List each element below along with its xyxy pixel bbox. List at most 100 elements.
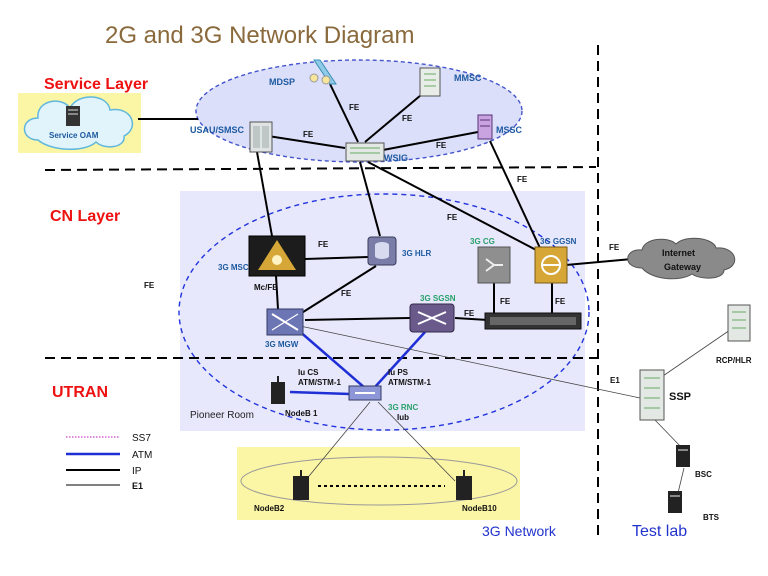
switch-icon — [345, 142, 385, 162]
hlr-label: 3G HLR — [402, 249, 432, 258]
fe-label: FE — [318, 240, 329, 249]
fe-label: FE — [517, 175, 528, 184]
fe-label: FE — [303, 130, 314, 139]
test-lab-label: Test lab — [632, 523, 687, 540]
wsig-label: WSIG — [384, 153, 408, 163]
rcp-hlr-node: RCP/HLR — [716, 304, 752, 365]
legend-ss7-label: SS7 — [132, 433, 151, 444]
usau-smsc-label: USAU/SMSC — [190, 125, 245, 135]
link-wsig-mssc — [382, 131, 479, 151]
fe-label: FE — [464, 309, 475, 318]
mdsp-node: MDSP — [269, 59, 337, 87]
rnc-node: 3G RNC — [348, 385, 418, 412]
link-wsig-hlr — [359, 161, 381, 237]
fe-label: FE — [447, 213, 458, 222]
rack-icon — [419, 67, 441, 97]
mssc-label: MSSC — [496, 125, 523, 135]
link-mssc-ggsn — [489, 140, 541, 249]
nodeb1-label: NodeB 1 — [285, 409, 318, 418]
rcp-hlr-label: RCP/HLR — [716, 356, 752, 365]
hlr-node: 3G HLR — [367, 236, 432, 266]
wsig-node: WSIG — [345, 142, 408, 163]
diagram-title: 2G and 3G Network Diagram — [105, 22, 414, 49]
link-sgsn-rnc — [374, 331, 426, 388]
link-sgsn-switch — [454, 317, 489, 321]
service-cn-separator — [44, 166, 597, 171]
mmsc-node: MMSC — [419, 67, 482, 97]
link-mdsp-wsig — [329, 83, 359, 143]
ethernet-switch — [484, 312, 582, 330]
iups-atm-label: ATM/STM-1 — [388, 378, 432, 387]
link-ggsn-internet — [565, 258, 633, 266]
rack-icon — [727, 304, 751, 342]
mgw-label: 3G MGW — [265, 340, 299, 349]
legend-atm-label: ATM — [132, 450, 152, 461]
iucs-label: Iu CS — [298, 368, 319, 377]
sgsn-label: 3G SGSN — [420, 294, 456, 303]
bts-label: BTS — [703, 513, 720, 522]
iub-label: Iub — [397, 413, 409, 422]
cg-label: 3G CG — [470, 237, 495, 246]
fe-label: FE — [341, 289, 352, 298]
fe-label: FE — [436, 141, 447, 150]
fe-label: FE — [500, 297, 511, 306]
mcfe-label: Mc/FE — [254, 283, 278, 292]
server-icon — [66, 106, 80, 126]
link-usau-wsig — [267, 135, 346, 149]
link-usau-msc — [256, 151, 273, 237]
e1-label: E1 — [610, 376, 620, 385]
ssp-node: SSP — [639, 369, 691, 421]
link-wsig-ggsn — [367, 161, 541, 253]
link-msc-mgw — [275, 275, 279, 310]
internet-cloud: Internet Gateway — [627, 237, 736, 280]
fe-label: FE — [555, 297, 566, 306]
tower-icon — [293, 476, 309, 500]
fe-label: FE — [402, 114, 413, 123]
legend-e1-label: E1 — [132, 481, 143, 491]
link-msc-hlr — [304, 256, 369, 260]
fe-label: FE — [609, 243, 620, 252]
link-ssp-rcp — [659, 329, 731, 379]
link-mgw-sgsn — [304, 317, 411, 321]
link-rnc-nodeb10 — [377, 401, 456, 482]
ssp-label: SSP — [669, 391, 691, 403]
usau-smsc-node: USAU/SMSC — [190, 121, 273, 153]
mgw-node: 3G MGW — [265, 308, 304, 349]
sgsn-node: 3G SGSN — [409, 294, 456, 333]
link-labels: FE FE FE FE FE FE FE FE FE FE FE FE FE I… — [144, 103, 620, 422]
nodeb1-node: NodeB 1 — [271, 376, 318, 418]
bsc-label: BSC — [695, 470, 712, 479]
service-oam-cloud: Service OAM — [18, 93, 141, 153]
pioneer-room-label: Pioneer Room — [190, 410, 254, 421]
ip-links — [138, 83, 633, 321]
link-nodeb1-rnc — [289, 390, 351, 396]
tower-icon — [271, 382, 285, 404]
e1-links — [299, 325, 731, 494]
gateway-label: Gateway — [664, 262, 701, 272]
core-ellipse — [178, 193, 590, 431]
utran-inner-ellipse — [240, 456, 518, 506]
mdsp-label: MDSP — [269, 77, 295, 87]
rnc-label: 3G RNC — [388, 403, 418, 412]
legend: SS7 ATM IP E1 — [66, 433, 152, 491]
cg-node: 3G CG — [470, 237, 511, 284]
nodeb2-label: NodeB2 — [254, 504, 285, 513]
nodeb10-node: NodeB10 — [456, 470, 497, 513]
bsc-node: BSC — [676, 445, 712, 479]
service-layer-title: Service Layer — [44, 76, 148, 93]
mmsc-label: MMSC — [454, 73, 482, 83]
bts-node: BTS — [668, 491, 720, 522]
mssc-node: MSSC — [477, 114, 523, 140]
fe-label: FE — [349, 103, 360, 112]
service-oam-label: Service OAM — [49, 131, 99, 140]
ggsn-node: 3G GGSN — [534, 237, 577, 284]
link-bsc-bts — [677, 467, 685, 494]
link-ssp-bsc — [654, 419, 683, 449]
link-mgw-ssp — [299, 325, 641, 399]
ggsn-label: 3G GGSN — [540, 237, 577, 246]
fe-label: FE — [144, 281, 155, 290]
utran-layer-title: UTRAN — [52, 384, 108, 401]
utran-yellow-region — [237, 447, 520, 520]
internet-label: Internet — [662, 248, 695, 258]
